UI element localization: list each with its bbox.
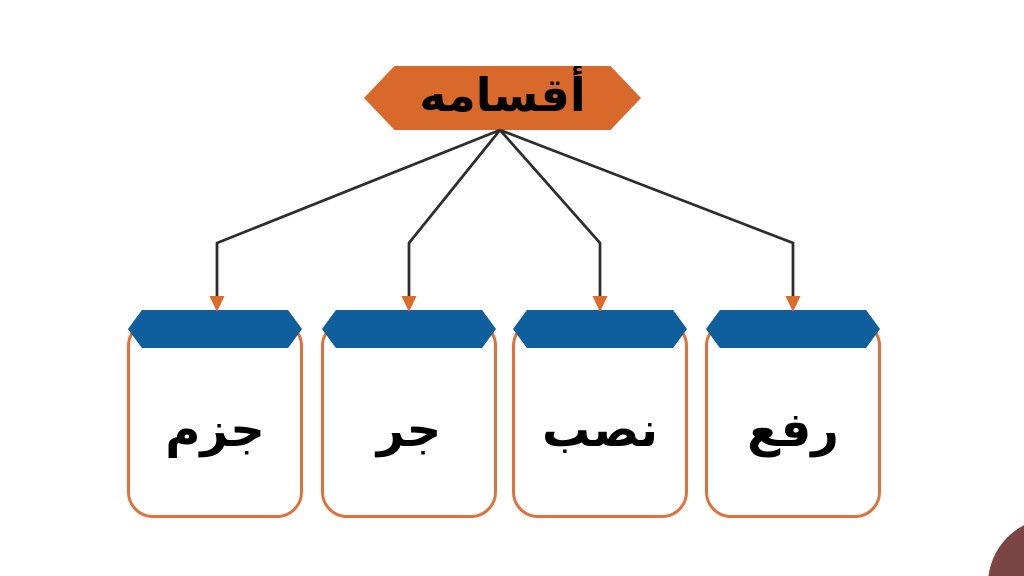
node-label: جزم (165, 402, 265, 458)
node-nasb: نصب (512, 310, 688, 518)
node-jar: جر (321, 310, 497, 518)
corner-circle-decoration (988, 518, 1024, 576)
node-jazm: جزم (127, 310, 303, 518)
connector-line-jazm (215, 128, 501, 298)
node-header-band (128, 310, 302, 348)
connector-line-jar (407, 129, 502, 298)
node-header-band (513, 310, 687, 348)
node-card-outline (127, 320, 303, 518)
node-label: جر (376, 402, 442, 458)
node-label: نصب (541, 402, 659, 458)
root-node-label: أقسامه (419, 68, 586, 122)
node-header-band (706, 310, 880, 348)
node-rafe: رفع (705, 310, 881, 518)
connector-line-rafe (499, 128, 795, 298)
connector-line-nasb (498, 129, 602, 298)
node-label: رفع (747, 402, 839, 458)
node-card-outline (512, 320, 688, 518)
root-node-hexagon: أقسامه (364, 66, 641, 130)
node-header-band (322, 310, 496, 348)
node-card-outline (321, 320, 497, 518)
